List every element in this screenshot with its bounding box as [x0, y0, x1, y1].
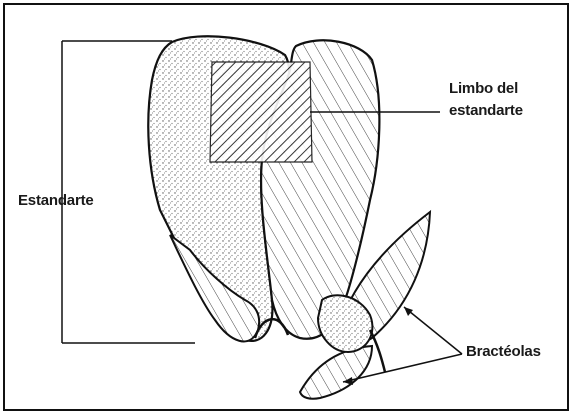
- label-limbo-line1: Limbo del: [449, 78, 523, 100]
- label-bracteolas: Bractéolas: [466, 341, 541, 363]
- label-estandarte: Estandarte: [18, 190, 94, 212]
- bracteole-lower: [300, 346, 372, 399]
- limbo-hatch-region: [210, 62, 312, 162]
- label-limbo-line2: estandarte: [449, 100, 523, 122]
- label-limbo-del-estandarte: Limbo del estandarte: [449, 78, 523, 122]
- arrowhead-upper: [404, 307, 413, 316]
